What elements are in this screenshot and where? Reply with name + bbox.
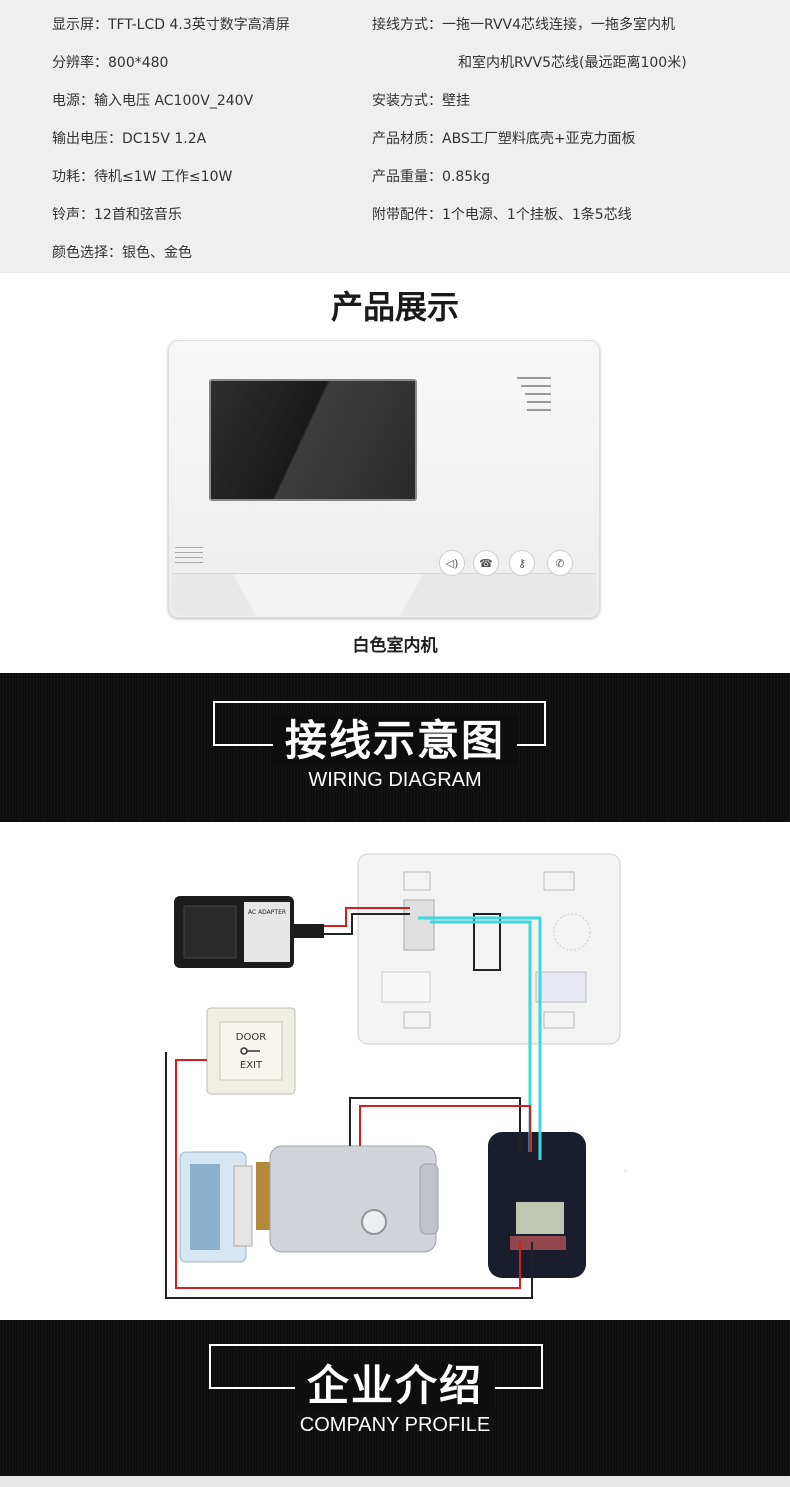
svg-text:·: · bbox=[624, 1167, 627, 1176]
spec-material: 产品材质：ABS工厂塑料底壳+亚克力面板 bbox=[372, 131, 636, 147]
monitor-button-icon: ☎ bbox=[473, 550, 499, 576]
spec-display: 显示屏：TFT-LCD 4.3英寸数字高清屏 bbox=[52, 17, 290, 33]
exit-button-bottom-label: EXIT bbox=[240, 1060, 263, 1071]
spec-ringtone: 铃声：12首和弦音乐 bbox=[52, 207, 182, 223]
spec-section: 显示屏：TFT-LCD 4.3英寸数字高清屏 分辨率：800*480 电源：输入… bbox=[0, 0, 790, 273]
spec-wiring-cont: 和室内机RVV5芯线(最远距离100米) bbox=[458, 55, 687, 71]
spec-color: 颜色选择：银色、金色 bbox=[52, 245, 192, 261]
wires bbox=[165, 907, 542, 1299]
spec-weight: 产品重量：0.85kg bbox=[372, 169, 491, 185]
product-display-title: 产品展示 bbox=[330, 288, 459, 326]
mic-grille bbox=[175, 547, 203, 567]
wiring-title-cn: 接线示意图 bbox=[0, 707, 790, 768]
monitor-base bbox=[173, 573, 595, 616]
unlock-key-icon: ⚷ bbox=[509, 550, 535, 576]
exit-button-top-label: DOOR bbox=[236, 1032, 266, 1043]
spec-consumption: 功耗：待机≤1W 工作≤10W bbox=[52, 169, 233, 185]
speaker-grille bbox=[517, 377, 551, 417]
strike-plate bbox=[179, 1151, 253, 1263]
wiring-diagram-graphic: AC ADAPTER DOOR EXIT bbox=[165, 853, 627, 1299]
door-exit-button: DOOR EXIT bbox=[206, 1007, 296, 1095]
spec-output-voltage: 输出电压：DC15V 1.2A bbox=[52, 131, 207, 147]
company-title-cn: 企业介绍 bbox=[0, 1352, 790, 1413]
company-profile-banner: 企业介绍 COMPANY PROFILE bbox=[0, 1320, 790, 1476]
indoor-monitor-image: ◁) ☎ ⚷ ✆ bbox=[168, 340, 600, 618]
spec-resolution: 分辨率：800*480 bbox=[52, 55, 169, 71]
company-title-en: COMPANY PROFILE bbox=[299, 1414, 491, 1436]
wiring-diagram: AC ADAPTER DOOR EXIT bbox=[0, 822, 790, 1320]
wiring-title-en: WIRING DIAGRAM bbox=[308, 769, 482, 791]
spec-accessories: 附带配件：1个电源、1个挂板、1条5芯线 bbox=[372, 207, 632, 223]
wiring-diagram-banner: 接线示意图 WIRING DIAGRAM bbox=[0, 673, 790, 822]
electric-lock bbox=[256, 1145, 439, 1253]
spec-install: 安装方式：壁挂 bbox=[372, 93, 470, 109]
monitor-screen bbox=[209, 379, 417, 501]
speaker-button-icon: ◁) bbox=[439, 550, 465, 576]
outdoor-camera-panel bbox=[488, 1132, 586, 1278]
indoor-monitor-back bbox=[357, 853, 621, 1045]
bottom-strip bbox=[0, 1476, 790, 1487]
spec-wiring: 接线方式：一拖一RVV4芯线连接，一拖多室内机 bbox=[372, 17, 676, 33]
phone-handset-icon: ✆ bbox=[547, 550, 573, 576]
adapter-label: AC ADAPTER bbox=[248, 909, 286, 916]
ac-adapter: AC ADAPTER bbox=[174, 896, 324, 968]
product-caption: 白色室内机 bbox=[352, 636, 438, 656]
spec-power: 电源：输入电压 AC100V_240V bbox=[52, 93, 254, 109]
